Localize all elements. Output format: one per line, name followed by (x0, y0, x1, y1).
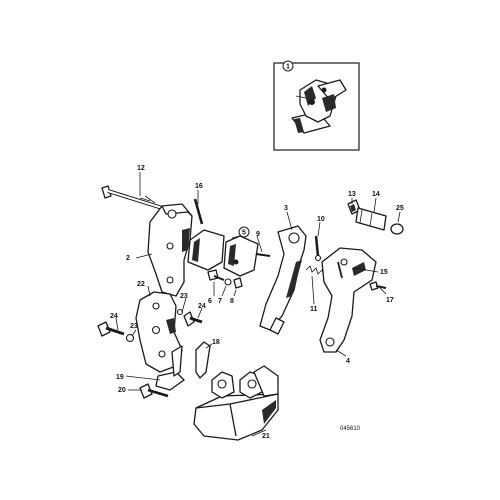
callout-3: 3 (284, 205, 288, 212)
small-bolt-right (369, 281, 387, 291)
callout-14: 14 (372, 191, 380, 198)
callout-15: 15 (380, 269, 388, 276)
callout-20: 20 (118, 387, 126, 394)
callout-2: 2 (126, 255, 130, 262)
lower-bolts-washers (97, 308, 203, 343)
lower-links (139, 345, 185, 399)
callout-18: 18 (212, 339, 220, 346)
callout-5: 5 (242, 230, 246, 237)
callout-9: 9 (256, 231, 260, 238)
callout-17: 17 (386, 297, 394, 304)
callout-24-lower: 24 (110, 313, 118, 320)
callout-12: 12 (137, 165, 145, 172)
lever-arm (259, 225, 307, 335)
callout-6: 6 (208, 298, 212, 305)
callout-4: 4 (346, 358, 350, 365)
callout-11: 11 (310, 306, 318, 313)
callout-22: 22 (137, 281, 145, 288)
callout-23-upper: 23 (180, 293, 188, 300)
callout-16: 16 (195, 183, 203, 190)
callout-19: 19 (116, 374, 124, 381)
callout-8: 8 (230, 298, 234, 305)
upper-bracket (147, 203, 193, 297)
callout-1: 1 (286, 64, 290, 71)
callout-13: 13 (348, 191, 356, 198)
base-block (193, 365, 279, 441)
callout-24-upper: 24 (198, 303, 206, 310)
callout-25: 25 (396, 205, 404, 212)
right-bracket (319, 247, 377, 353)
small-pin (314, 235, 322, 262)
clip (195, 341, 211, 379)
callout-10: 10 (317, 216, 325, 223)
callouts: 12 16 2 3 5 9 6 7 8 10 11 13 14 25 15 17… (110, 165, 404, 440)
inset-assembly-view: 1 (273, 60, 360, 151)
callout-7: 7 (218, 298, 222, 305)
upper-right-fasteners (347, 199, 404, 235)
drawing-reference: 045610 (340, 426, 361, 432)
leader-lines (115, 172, 401, 437)
pin (193, 198, 204, 225)
callout-23-lower: 23 (130, 323, 138, 330)
callout-21: 21 (262, 433, 270, 440)
inset-assembly-drawing (291, 79, 347, 134)
